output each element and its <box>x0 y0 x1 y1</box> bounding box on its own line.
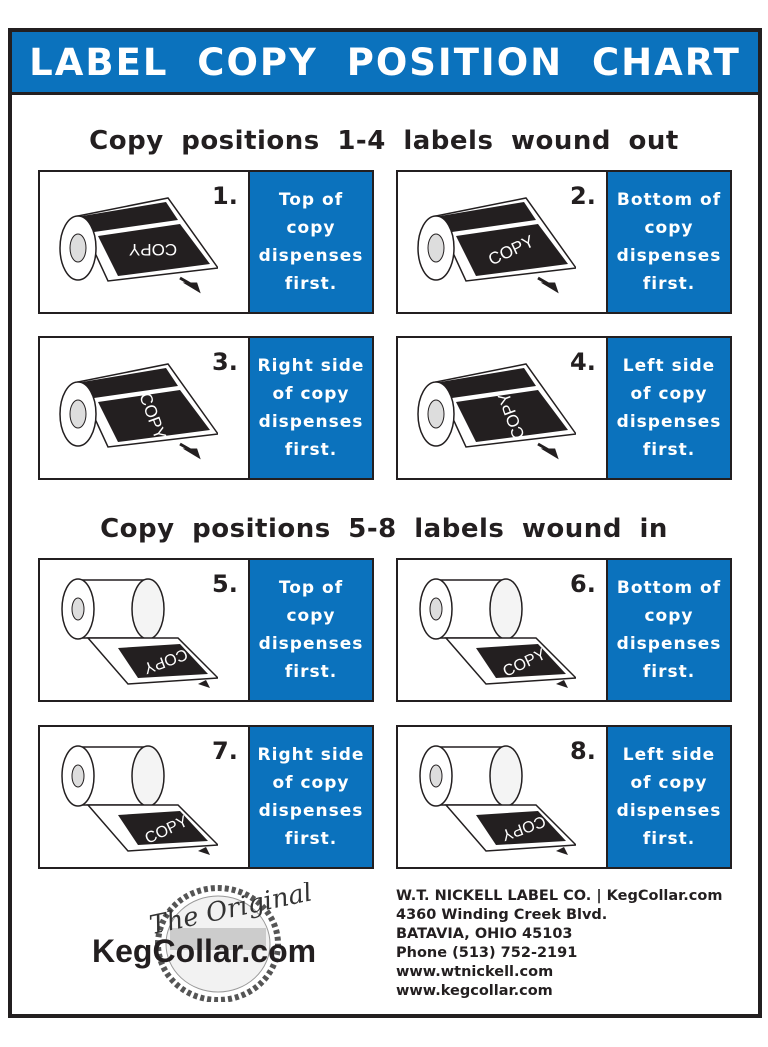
description-line: copy <box>286 606 336 626</box>
position-number: 6. <box>570 570 596 598</box>
description-line: of copy <box>272 773 350 793</box>
copy-label-text: COPY <box>129 240 177 259</box>
description-line: copy <box>644 218 694 238</box>
city-state-zip: BATAVIA, OHIO 45103 <box>396 926 573 942</box>
kegcollar-logo: The Original KegCollar.com <box>90 877 322 1003</box>
description-line: dispenses <box>616 801 722 821</box>
description-line: dispenses <box>258 412 364 432</box>
description-line: first. <box>284 274 338 294</box>
description-line: Right side <box>257 356 365 376</box>
dispense-description: Right side of copy dispenses first. <box>248 727 372 867</box>
description-line: Top of <box>278 578 344 598</box>
description-line: Top of <box>278 190 344 210</box>
street: 4360 Winding Creek Blvd. <box>396 907 608 923</box>
roll-wound-in-illustration: COPY <box>61 745 218 855</box>
position-card-8: COPY 8. Left side of copy dispenses first. <box>396 725 732 869</box>
description-line: first. <box>284 440 338 460</box>
roll-wound-out-illustration: COPY <box>59 363 218 460</box>
chart-border <box>8 28 762 1018</box>
description-line: dispenses <box>616 412 722 432</box>
company-address: W.T. NICKELL LABEL CO. | KegCollar.com 4… <box>396 887 722 1001</box>
description-line: of copy <box>630 384 708 404</box>
position-card-2: COPY 2. Bottom of copy dispenses first. <box>396 170 732 314</box>
website-link[interactable]: www.wtnickell.com <box>396 964 554 980</box>
description-line: Right side <box>257 745 365 765</box>
logo-name: KegCollar.com <box>92 933 316 969</box>
roll-wound-out-illustration: COPY <box>417 363 576 460</box>
position-number: 1. <box>212 182 238 210</box>
roll-wound-out-illustration: COPY <box>417 197 576 294</box>
description-line: first. <box>642 274 696 294</box>
description-line: Left side <box>622 745 716 765</box>
roll-wound-in-illustration: COPY <box>419 578 576 688</box>
description-line: Left side <box>622 356 716 376</box>
description-line: of copy <box>272 384 350 404</box>
description-line: first. <box>642 829 696 849</box>
description-line: dispenses <box>616 246 722 266</box>
position-card-4: COPY 4. Left side of copy dispenses first. <box>396 336 732 480</box>
dispense-description: Top of copy dispenses first. <box>248 560 372 700</box>
position-number: 5. <box>212 570 238 598</box>
phone: Phone (513) 752-2191 <box>396 945 578 961</box>
website-link[interactable]: www.kegcollar.com <box>396 983 553 999</box>
position-number: 8. <box>570 737 596 765</box>
position-card-6: COPY 6. Bottom of copy dispenses first. <box>396 558 732 702</box>
dispense-description: Bottom of copy dispenses first. <box>606 560 730 700</box>
section-heading-wound-in: Copy positions 5-8 labels wound in <box>100 514 668 544</box>
description-line: Bottom of <box>616 190 722 210</box>
description-line: dispenses <box>616 634 722 654</box>
section-heading-wound-out: Copy positions 1-4 labels wound out <box>89 126 679 156</box>
position-number: 2. <box>570 182 596 210</box>
description-line: dispenses <box>258 634 364 654</box>
dispense-description: Left side of copy dispenses first. <box>606 338 730 478</box>
description-line: copy <box>286 218 336 238</box>
description-line: first. <box>642 662 696 682</box>
position-card-5: COPY 5. Top of copy dispenses first. <box>38 558 374 702</box>
description-line: first. <box>284 829 338 849</box>
description-line: first. <box>284 662 338 682</box>
page-title: LABEL COPY POSITION CHART <box>12 32 758 95</box>
position-number: 4. <box>570 348 596 376</box>
position-number: 3. <box>212 348 238 376</box>
position-number: 7. <box>212 737 238 765</box>
roll-wound-in-illustration: COPY <box>419 745 576 855</box>
description-line: of copy <box>630 773 708 793</box>
description-line: Bottom of <box>616 578 722 598</box>
position-card-1: COPY 1. Top of copy dispenses first. <box>38 170 374 314</box>
company-name: W.T. NICKELL LABEL CO. | KegCollar.com <box>396 888 723 904</box>
roll-wound-out-illustration: COPY <box>59 197 218 294</box>
dispense-description: Top of copy dispenses first. <box>248 172 372 312</box>
description-line: dispenses <box>258 246 364 266</box>
description-line: copy <box>644 606 694 626</box>
description-line: first. <box>642 440 696 460</box>
dispense-description: Right side of copy dispenses first. <box>248 338 372 478</box>
roll-wound-in-illustration: COPY <box>61 578 218 688</box>
dispense-description: Left side of copy dispenses first. <box>606 727 730 867</box>
position-card-7: COPY 7. Right side of copy dispenses first. <box>38 725 374 869</box>
position-card-3: COPY 3. Right side of copy dispenses first. <box>38 336 374 480</box>
description-line: dispenses <box>258 801 364 821</box>
dispense-description: Bottom of copy dispenses first. <box>606 172 730 312</box>
